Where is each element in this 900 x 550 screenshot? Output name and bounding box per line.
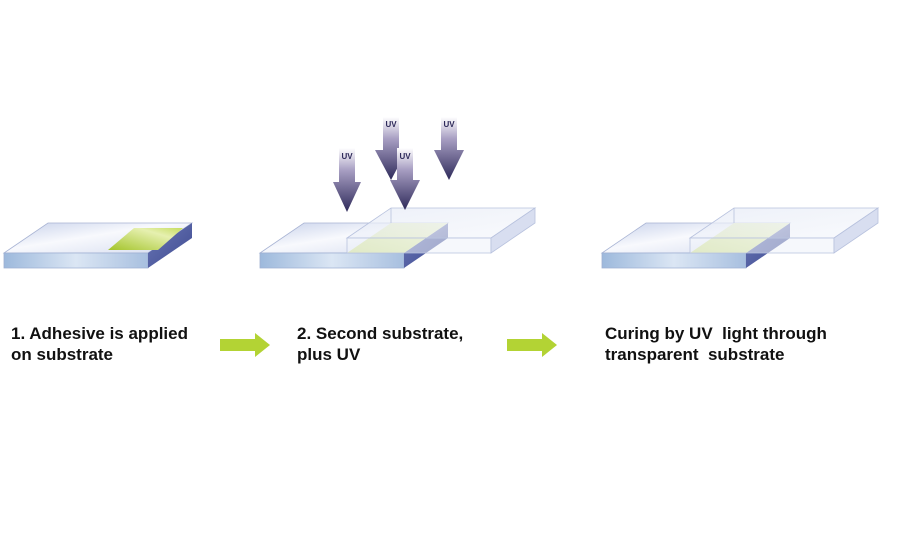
step2-label: 2. Second substrate, plus UV — [297, 324, 464, 364]
svg-text:UV: UV — [341, 152, 353, 161]
step3-cured-assembly — [600, 207, 880, 269]
step2-assembly — [258, 207, 537, 269]
adhesive-layer — [108, 228, 183, 250]
step1-label: 1. Adhesive is applied on substrate — [11, 324, 188, 364]
svg-text:UV: UV — [399, 152, 411, 161]
svg-text:UV: UV — [385, 120, 397, 129]
flow-arrow-icon — [220, 333, 270, 357]
uv-arrow-icon: UV — [333, 148, 361, 212]
flow-arrow-icon — [507, 333, 557, 357]
step3-label: Curing by UV light through transparent s… — [605, 324, 827, 364]
uv-arrow-icon: UV — [434, 117, 464, 180]
step1-substrate — [2, 222, 194, 269]
uv-arrow-icon: UV — [390, 148, 420, 210]
svg-text:UV: UV — [443, 120, 455, 129]
